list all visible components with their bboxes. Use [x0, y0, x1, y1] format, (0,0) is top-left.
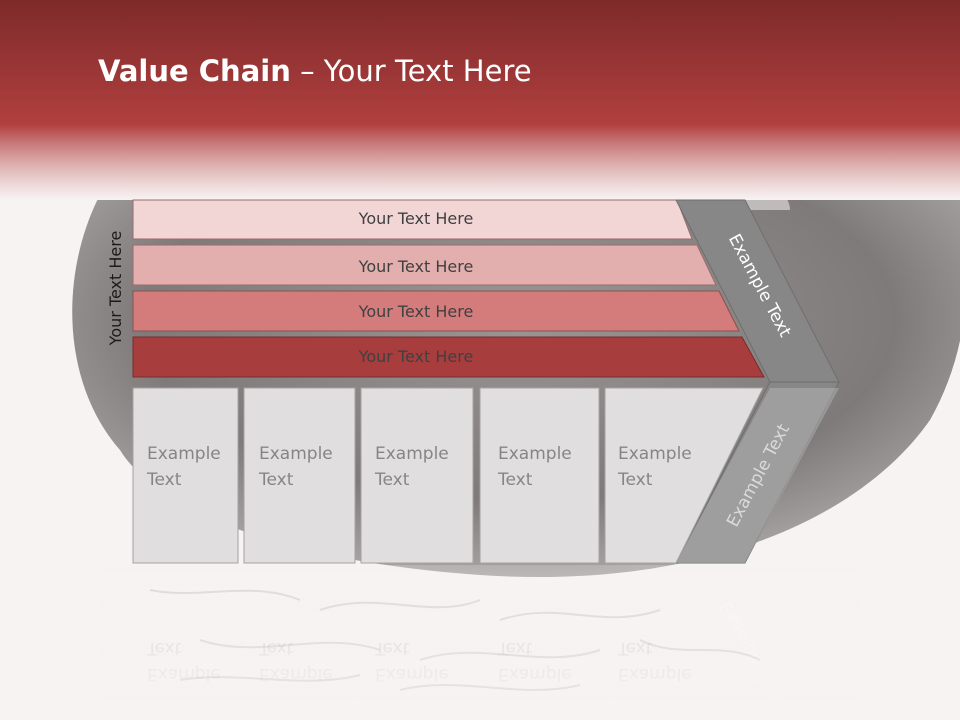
title-bold: Value Chain — [98, 54, 291, 88]
support-row-1 — [132, 199, 693, 240]
support-row-2 — [132, 244, 717, 286]
reflection: Example Text Example Text Example Text E… — [100, 387, 860, 720]
page-title: Value Chain – Your Text Here — [98, 54, 532, 88]
title-rest: – Your Text Here — [290, 54, 532, 88]
support-rows: Your Text Here Your Text Here Your Text … — [132, 199, 765, 378]
support-row-4-label: Your Text Here — [358, 347, 474, 366]
support-row-3 — [132, 290, 740, 332]
support-row-4 — [132, 336, 765, 378]
support-row-1-label: Your Text Here — [358, 209, 474, 228]
support-row-3-label: Your Text Here — [358, 302, 474, 321]
side-label: Your Text Here — [106, 231, 125, 347]
support-row-2-label: Your Text Here — [358, 257, 474, 276]
